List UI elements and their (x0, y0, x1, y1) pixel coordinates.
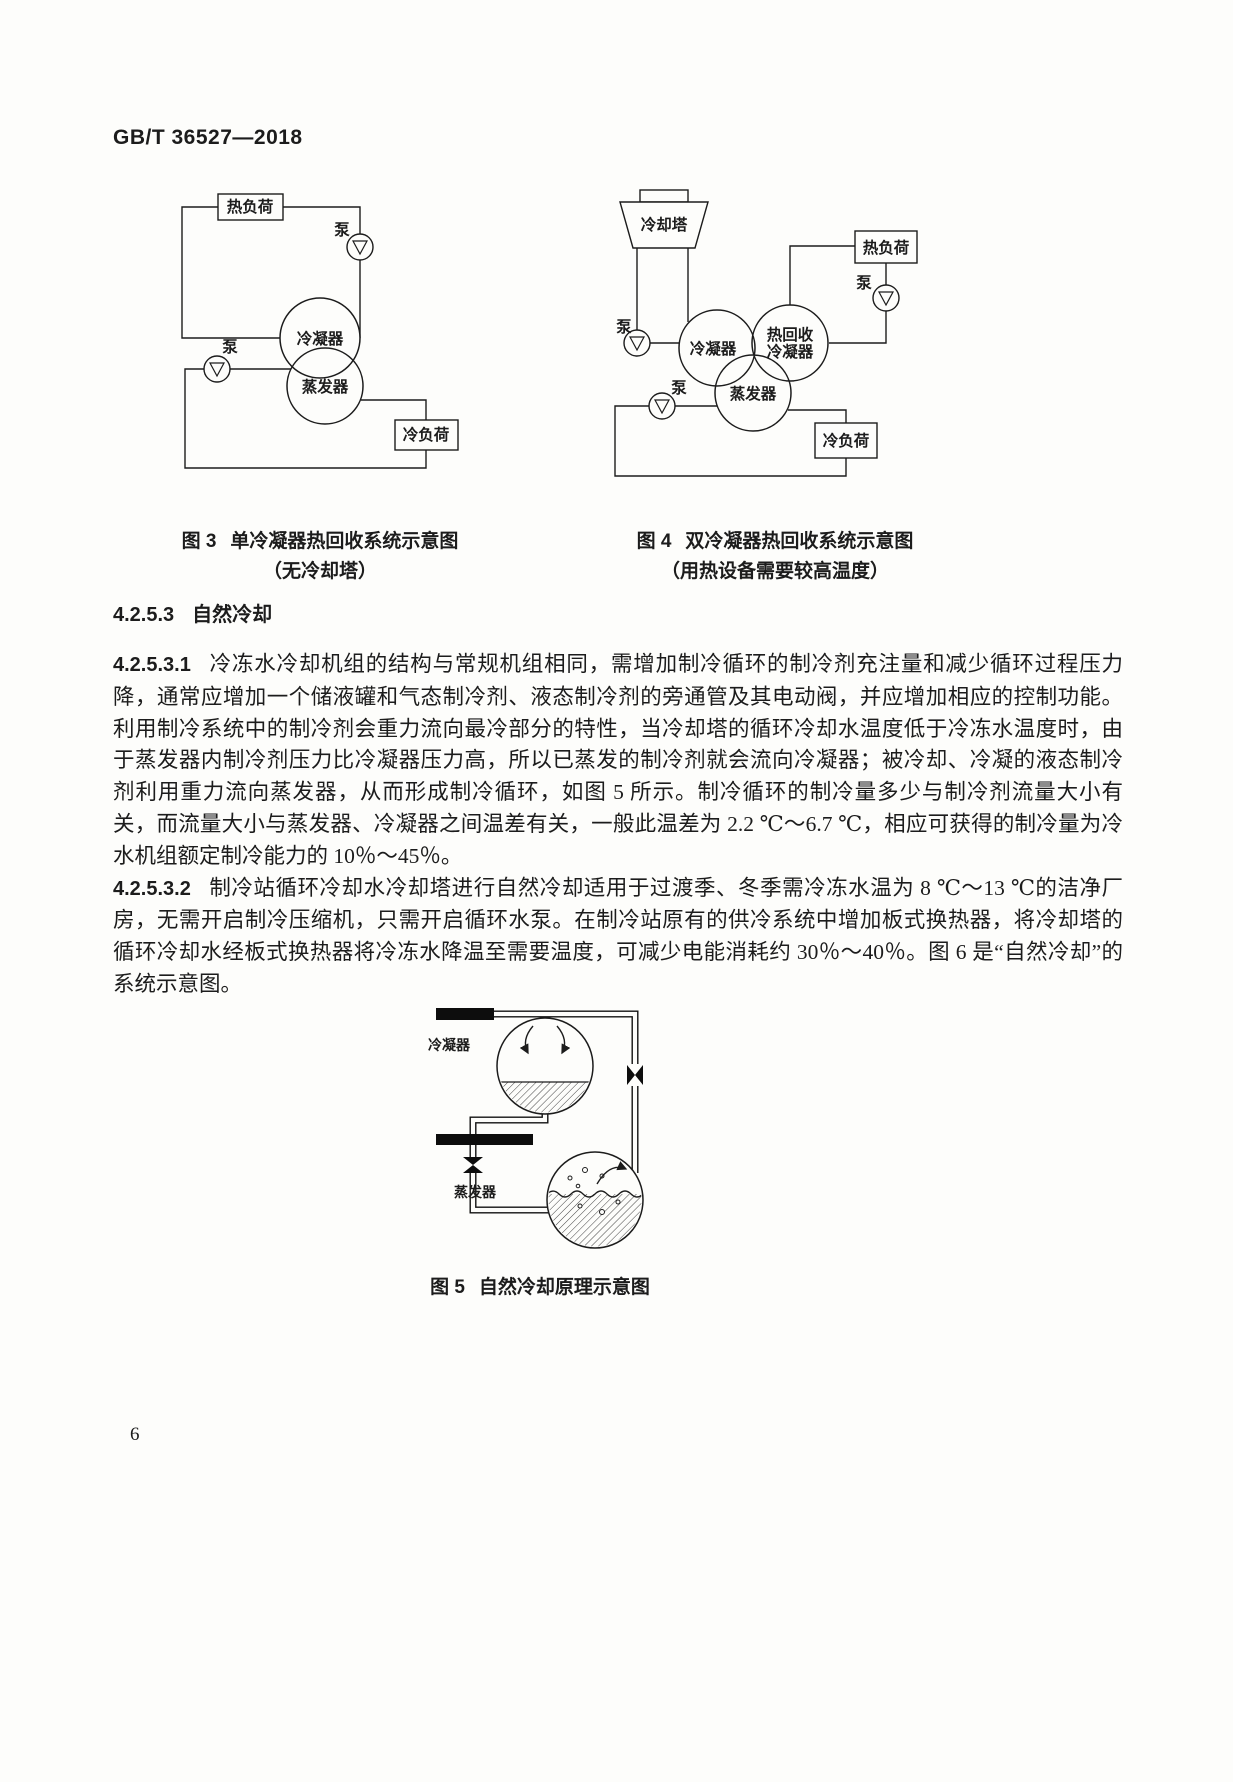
vapor-pipe-bore (445, 1011, 638, 1173)
figure-5-diagram: 冷凝器 蒸发器 (428, 1008, 644, 1249)
evaporator-label: 蒸发器 (454, 1184, 497, 1200)
pipe-line (181, 206, 282, 339)
figure-3-subtitle: （无冷却塔） (262, 561, 377, 582)
figure-5: 冷凝器 蒸发器 (420, 1000, 700, 1270)
figure-5-caption: 图 5 自然冷却原理示意图 (140, 1272, 940, 1299)
wall-bar (436, 1008, 494, 1020)
cooling-load-box (814, 422, 878, 459)
figure-3-number: 图 3 (181, 531, 217, 552)
pump-icon (623, 329, 651, 357)
figure-4-diagram: 冷却塔 热负荷 泵 泵 泵 冷凝器 热回收 冷凝器 蒸发器 冷负荷 (614, 189, 918, 477)
wall-bar (436, 1134, 533, 1145)
evaporator-label: 蒸发器 (302, 377, 349, 396)
page-number: 6 (130, 1424, 140, 1445)
heat-recovery-condenser-outline (751, 304, 829, 382)
pump-label: 泵 (333, 221, 350, 239)
figure-3-diagram: 热负荷 泵 冷凝器 蒸发器 泵 冷负荷 (181, 193, 459, 469)
heat-load-label: 热负荷 (863, 238, 910, 257)
pipe-line (361, 399, 427, 420)
section-heading: 4.2.5.3 自然冷却 (113, 598, 1123, 627)
clause-number: 4.2.5.3.1 (113, 654, 191, 676)
cooling-load-label: 冷负荷 (403, 425, 450, 444)
pump-label: 泵 (855, 274, 872, 292)
condenser-label: 冷凝器 (428, 1037, 471, 1053)
pump-icon (346, 233, 374, 261)
section-title: 自然冷却 (192, 604, 273, 626)
evaporating-flow-arrow (596, 1161, 628, 1185)
pipe-line (636, 248, 680, 344)
cooling-load-label: 冷负荷 (823, 431, 870, 450)
cooling-tower-cap (639, 189, 689, 203)
figure-3: 热负荷 泵 冷凝器 蒸发器 泵 冷负荷 图 3 单冷凝器热回收系统示意图 （无冷却… (170, 188, 470, 587)
heat-load-label: 热负荷 (227, 197, 274, 216)
pump-icon (203, 355, 231, 383)
valve-icon (462, 1157, 484, 1173)
figure-4-caption: 图 4 双冷凝器热回收系统示意图 （用热设备需要较高温度） (600, 527, 950, 587)
clause-number: 4.2.5.3.2 (113, 877, 191, 900)
cooling-tower (619, 201, 709, 249)
vapor-bubble (567, 1175, 573, 1181)
condenser-node-outline (279, 297, 361, 379)
evaporator-node-outline (714, 354, 792, 432)
figure-5-number: 图 5 (430, 1277, 465, 1298)
heat-recovery-label-1: 热回收 (767, 325, 814, 344)
evaporator-liquid (548, 1190, 642, 1247)
figure-3-caption: 图 3 单冷凝器热回收系统示意图 （无冷却塔） (170, 527, 470, 587)
heat-recovery-label-2: 冷凝器 (767, 342, 814, 361)
condenser-label: 冷凝器 (297, 329, 344, 348)
pump-label: 泵 (670, 379, 687, 397)
pump-icon (872, 284, 900, 312)
condensing-flow-arrow (556, 1025, 571, 1055)
condenser-label: 冷凝器 (690, 339, 737, 358)
figure-5-title: 自然冷却原理示意图 (478, 1277, 650, 1298)
vapor-bubble (575, 1183, 581, 1189)
condenser-node-outline (678, 309, 756, 387)
cooling-tower-label: 冷却塔 (641, 215, 688, 234)
standard-number: GB/T 36527—2018 (113, 126, 303, 149)
valve-icon (627, 1064, 643, 1086)
pump-label: 泵 (221, 338, 238, 356)
section-number: 4.2.5.3 (113, 604, 175, 626)
figure-3-title: 单冷凝器热回收系统示意图 (230, 531, 459, 552)
pump-label: 泵 (615, 318, 632, 336)
heat-load-box (217, 193, 284, 221)
figure-4-number: 图 4 (636, 531, 672, 552)
condensing-flow-arrow (519, 1025, 534, 1055)
clause-text: 冷冻水冷却机组的结构与常规机组相同，需增加制冷循环的制冷剂充注量和减少循环过程压… (113, 652, 1123, 868)
pipe-line (789, 245, 855, 305)
figure-4: 冷却塔 热负荷 泵 泵 泵 冷凝器 热回收 冷凝器 蒸发器 冷负荷 图 4 双冷凝… (600, 188, 950, 587)
pipe-line (788, 409, 847, 423)
cooling-load-box (394, 419, 459, 451)
figure-4-title: 双冷凝器热回收系统示意图 (685, 531, 914, 552)
heat-load-box (854, 230, 918, 264)
vapor-bubble (582, 1167, 588, 1173)
pump-icon (648, 392, 676, 420)
evaporator-node (715, 355, 791, 431)
evaporator-node-outline (286, 347, 364, 425)
pipe-line (283, 206, 361, 338)
evaporator-node (287, 348, 363, 424)
figure-4-subtitle: （用热设备需要较高温度） (660, 561, 889, 582)
evaporator-label: 蒸发器 (730, 384, 777, 403)
clause-text: 制冷站循环冷却水冷却塔进行自然冷却适用于过渡季、冬季需冷冻水温为 8 ℃～13 … (113, 875, 1123, 996)
